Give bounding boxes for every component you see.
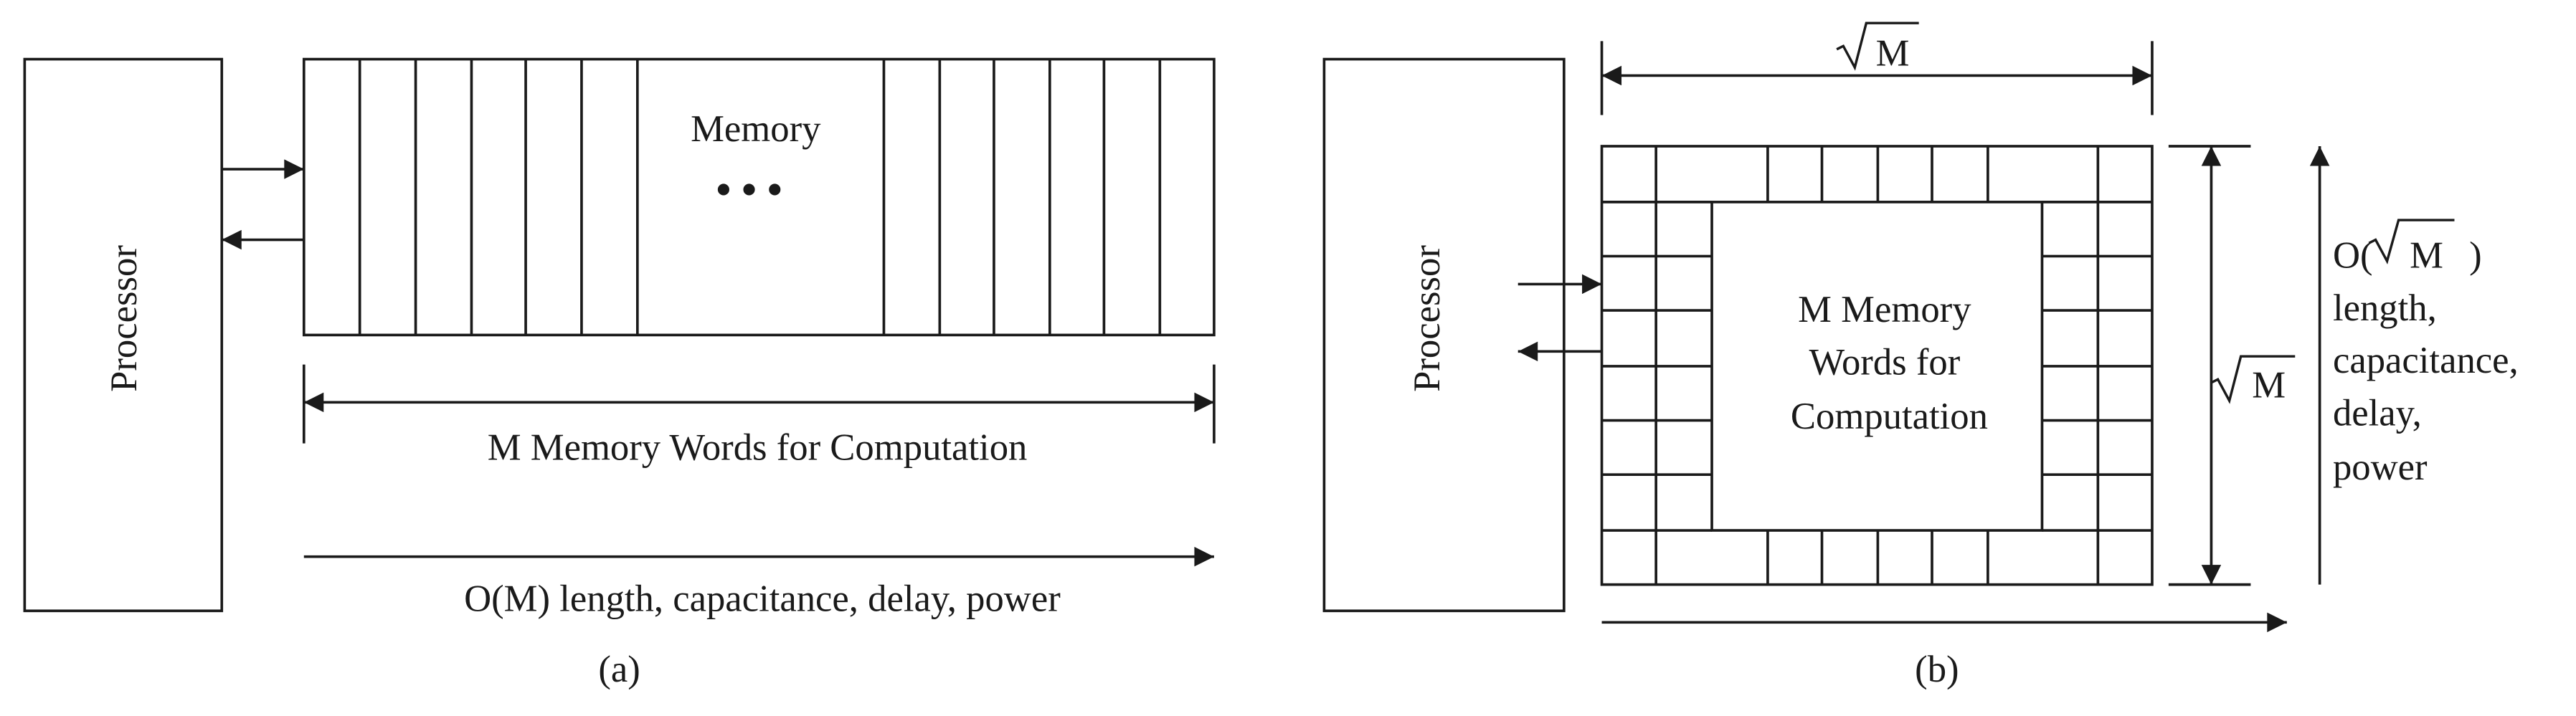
scaling-line-3: delay, xyxy=(2333,392,2422,434)
ellipsis: • • • xyxy=(716,166,782,213)
caption-a: (a) xyxy=(598,649,640,690)
processor-label-b: Processor xyxy=(1406,245,1448,392)
scaling-line-2: capacitance, xyxy=(2333,340,2519,381)
scaling-line-4: power xyxy=(2333,447,2428,488)
sqrt-m-side: M xyxy=(2210,355,2296,406)
center-line-3: Computation xyxy=(1791,396,1988,437)
memory-word-dividers xyxy=(358,59,1162,335)
scaling-label-b: O( M ) length, capacitance, delay, power xyxy=(2333,219,2528,488)
top-dimension-label: M xyxy=(1876,33,1910,75)
scaling-lines: length, capacitance, delay, power xyxy=(2333,287,2528,488)
memory-array-grid xyxy=(1601,145,2152,585)
memory-label: Memory xyxy=(691,108,821,150)
memory-strip xyxy=(302,57,1216,337)
panel-b xyxy=(1322,41,2330,633)
sqrt-m-top: M xyxy=(1836,22,1919,75)
scaling-prefix: O( xyxy=(2333,235,2373,277)
scaling-radicand: M xyxy=(2410,235,2443,277)
memory-dimension-label-a: M Memory Words for Computation xyxy=(488,427,1028,469)
processor-label-a: Processor xyxy=(103,245,145,392)
processor-box-b xyxy=(1322,57,1566,613)
scaling-suffix: ) xyxy=(2469,235,2482,277)
center-line-1: M Memory xyxy=(1798,289,1971,330)
panel-a xyxy=(23,57,1216,613)
center-label-b: M Memory Words for Computation xyxy=(1791,289,1988,437)
scaling-line-1: length, xyxy=(2333,287,2437,329)
caption-b: (b) xyxy=(1915,649,1959,690)
center-line-2: Words for xyxy=(1809,341,1960,383)
scaling-label-a: O(M) length, capacitance, delay, power xyxy=(464,578,1061,619)
processor-box-a xyxy=(23,57,224,613)
side-dimension-label: M xyxy=(2252,364,2286,406)
